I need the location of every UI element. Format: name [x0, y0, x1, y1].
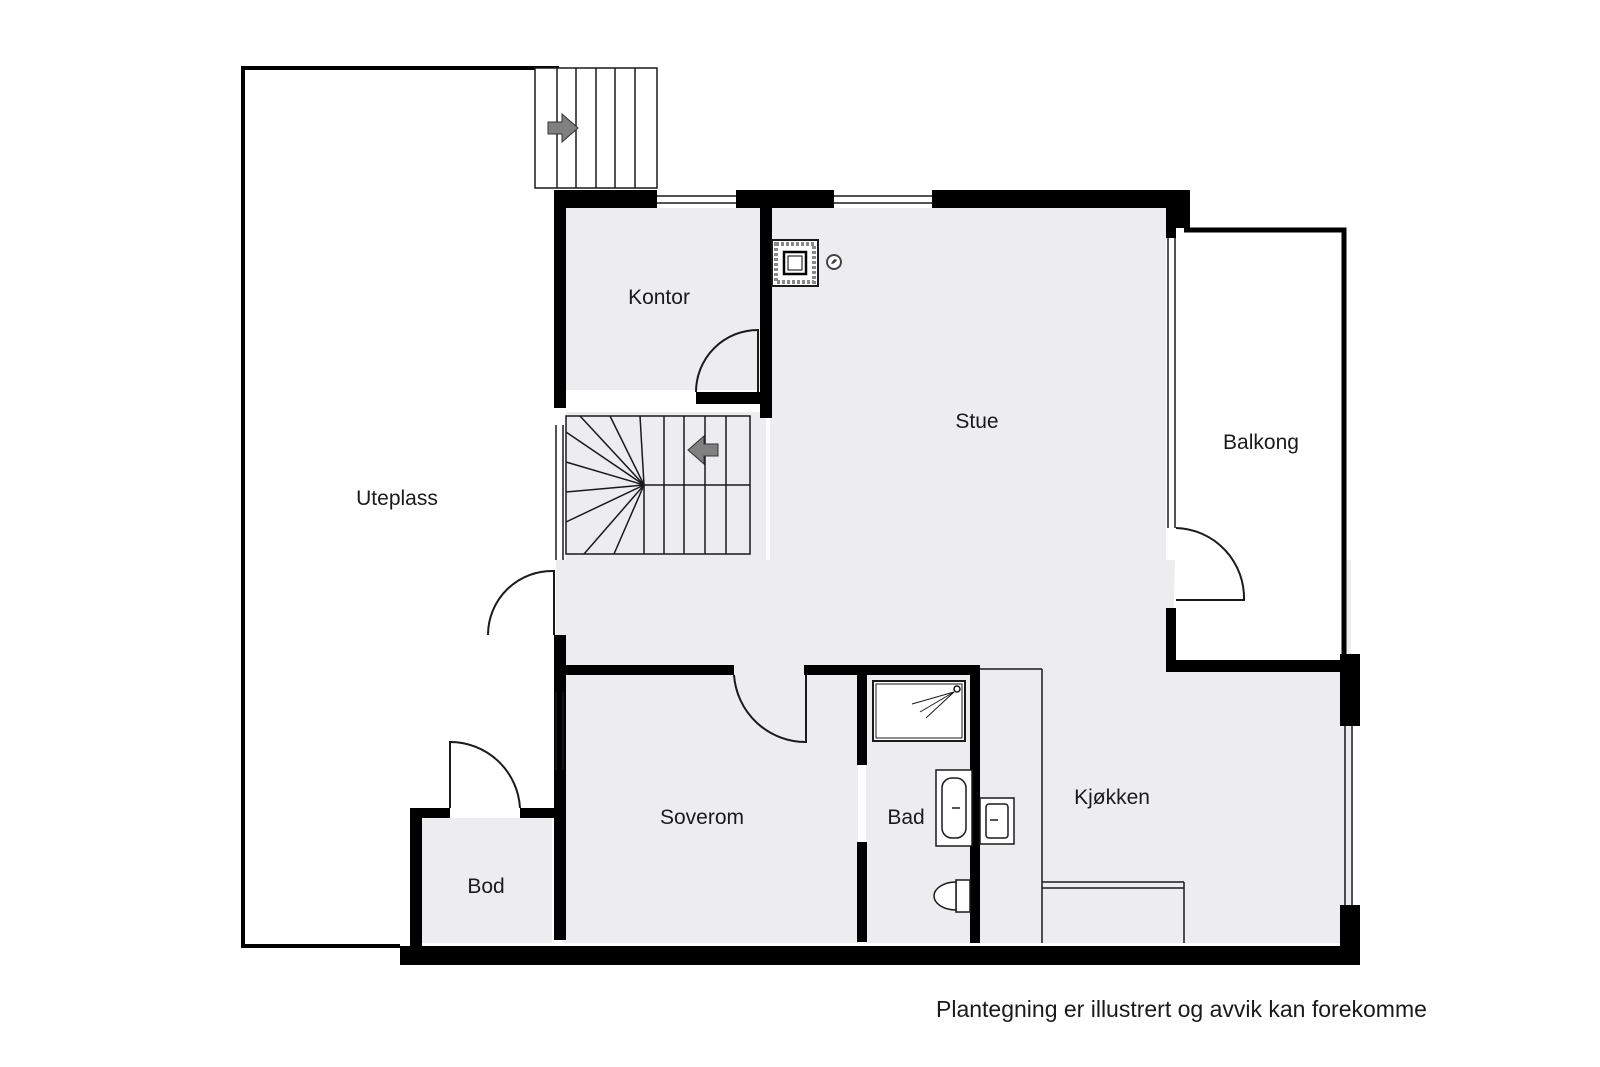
uteplass-area [241, 66, 559, 948]
stair-arrow-icon [687, 434, 719, 466]
stair-arrow-icon [547, 112, 579, 144]
disclaimer-text: Plantegning er illustrert og avvik kan f… [936, 996, 1427, 1022]
room-label-kontor: Kontor [628, 286, 690, 309]
doors [449, 328, 1246, 809]
shower-icon [872, 680, 966, 742]
interior-stairs [565, 415, 751, 555]
room-label-kjokken: Kjøkken [1074, 786, 1150, 809]
room-labels: Uteplass Kontor Stue Balkong Soverom Bad… [356, 286, 1299, 898]
toilet-icon [933, 879, 971, 913]
room-label-uteplass: Uteplass [356, 487, 438, 510]
walls [400, 190, 1360, 965]
room-label-bod: Bod [467, 875, 504, 898]
windows [555, 195, 1353, 905]
sink-icon [935, 769, 973, 847]
kitchen-sink-icon [979, 797, 1015, 845]
kitchen-counters [980, 668, 1185, 943]
room-label-stue: Stue [955, 410, 998, 433]
room-label-bad: Bad [887, 806, 924, 829]
fireplace-icon [771, 239, 842, 287]
room-label-balkong: Balkong [1223, 431, 1299, 454]
room-label-soverom: Soverom [660, 806, 744, 829]
